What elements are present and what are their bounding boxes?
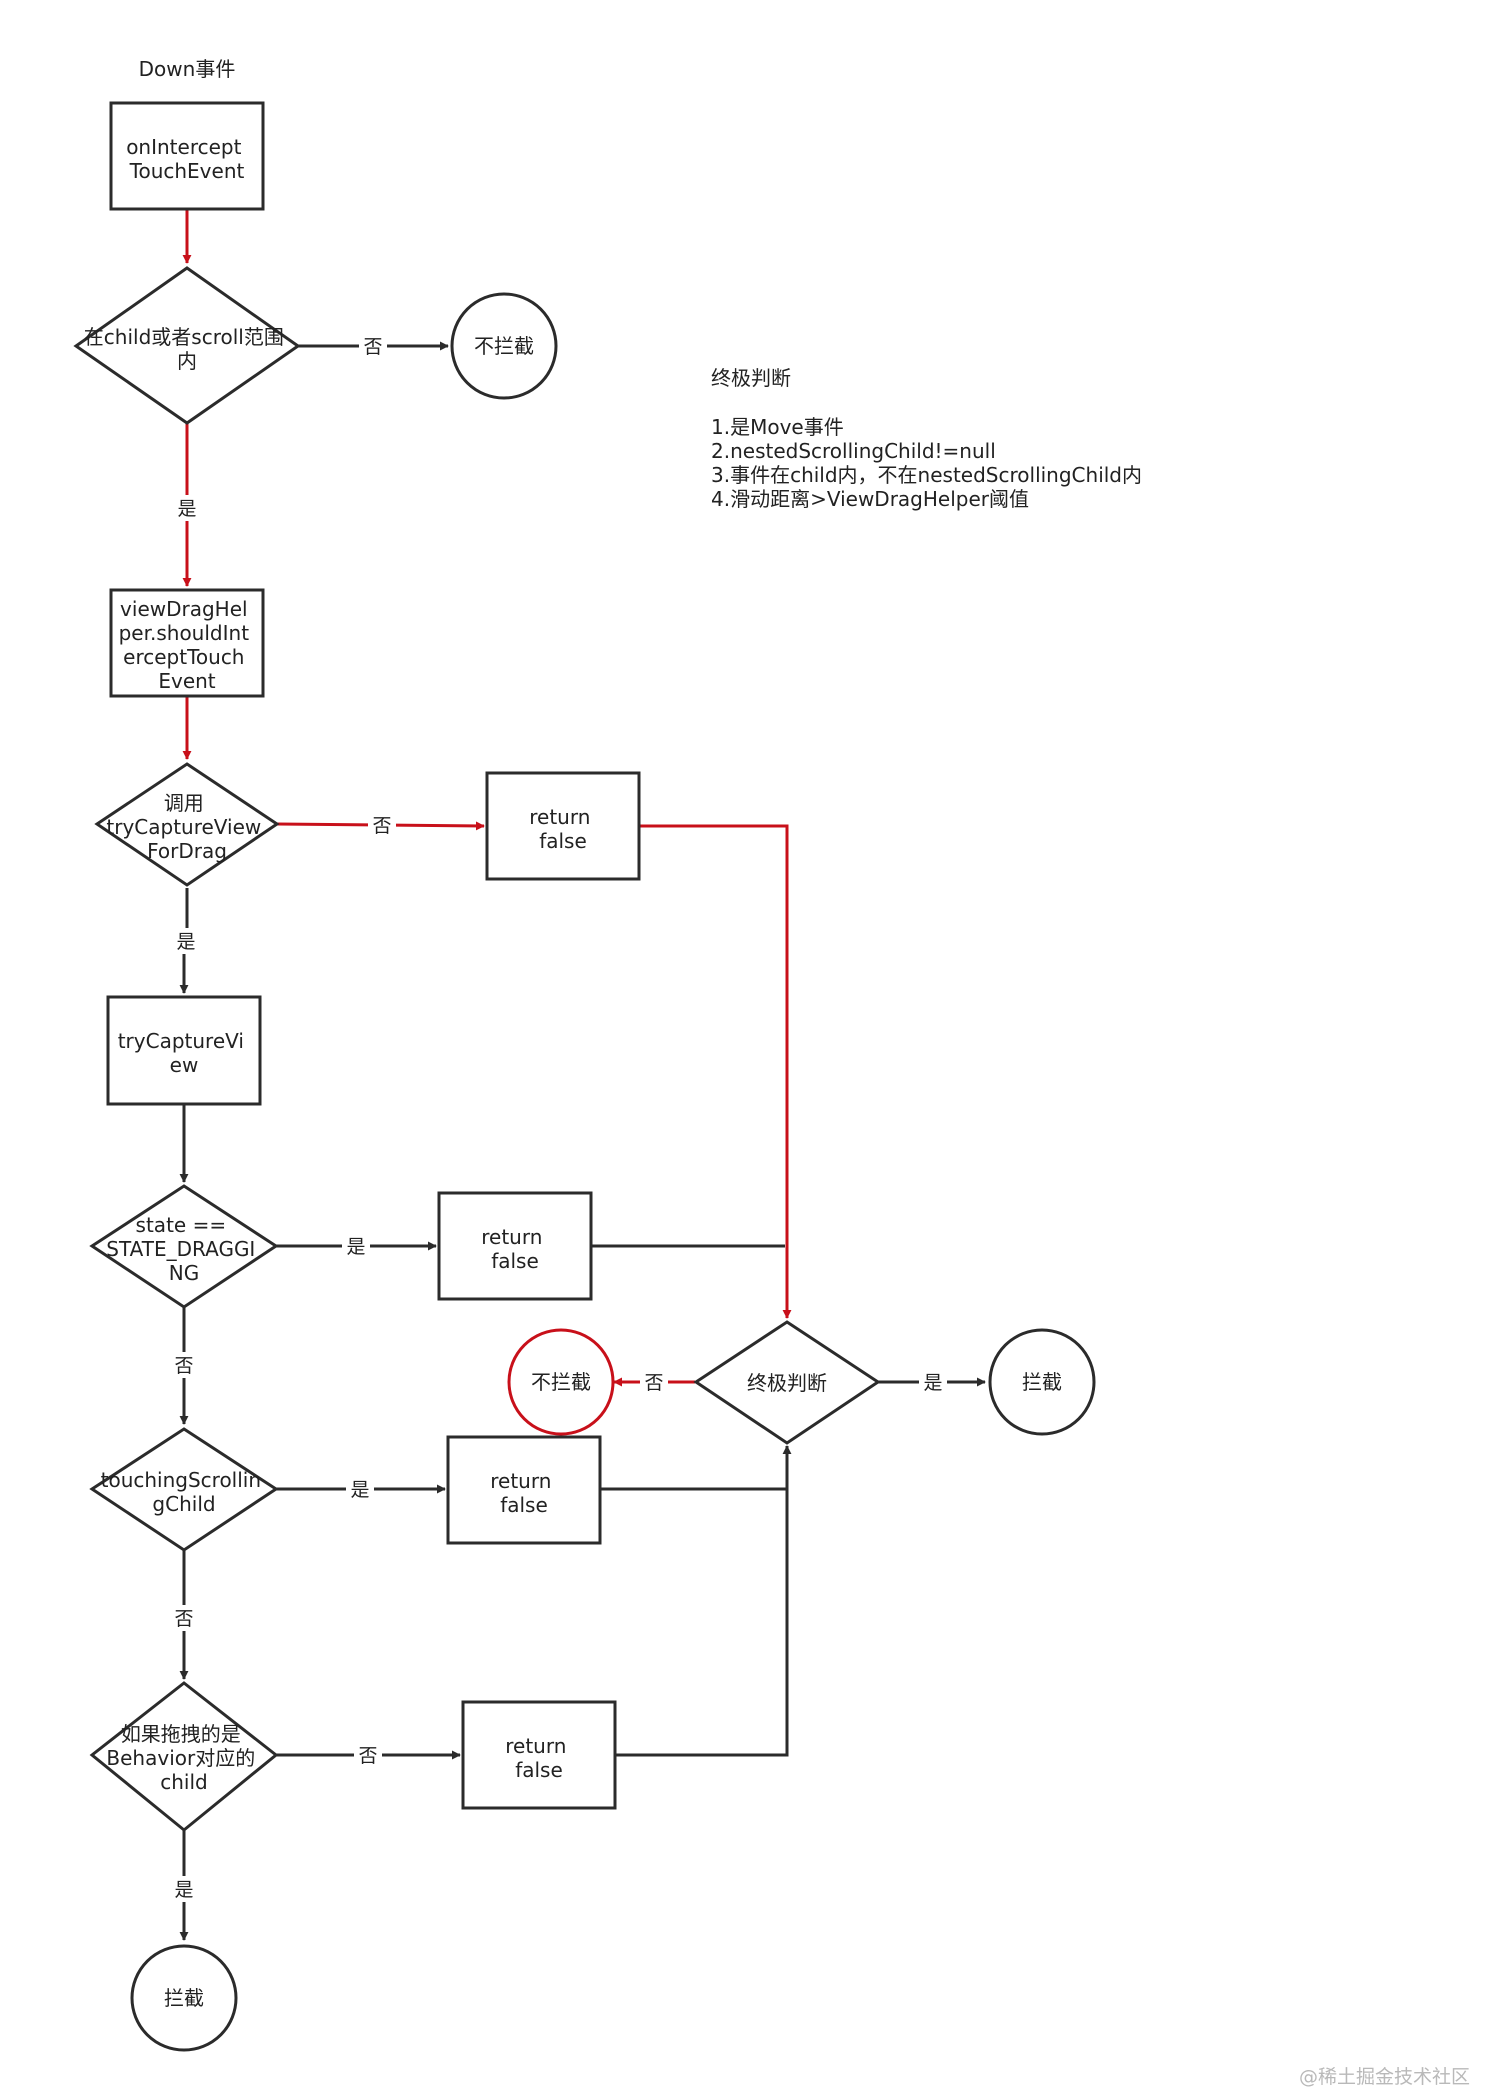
final-judgement-note: 终极判断 1.是Move事件 2.nestedScrollingChild!=n… <box>711 366 1142 511</box>
svg-text:state == STATE_DRAGGI: state == STATE_DRAGGI NG <box>106 1213 261 1285</box>
node-return-false-1: return false <box>485 771 641 881</box>
node-label-line: false <box>500 1493 548 1517</box>
edge-labels: 否 是 否 是 是 否 否 是 是 否 否 是 <box>170 333 947 1902</box>
node-label-line: erceptTouch <box>123 645 244 669</box>
node-label-line: ForDrag <box>147 839 227 863</box>
node-label-line: return <box>490 1469 551 1493</box>
svg-text:return false: return false <box>490 1469 558 1517</box>
note-item: 4.滑动距离>ViewDragHelper阈值 <box>711 487 1029 511</box>
node-return-false-3: return false <box>446 1435 602 1545</box>
node-label-line: 如果拖拽的是 <box>121 1722 241 1746</box>
svg-text:return false: return false <box>481 1225 549 1273</box>
node-view-drag-helper: viewDragHel per.shouldInt erceptTouch Ev… <box>109 588 265 698</box>
note-item: 2.nestedScrollingChild!=null <box>711 439 996 463</box>
edge-label-d4-yes: 是 <box>350 1479 369 1501</box>
svg-text:touchingScrollin gChild: touchingScrollin gChild <box>101 1468 268 1516</box>
note-item: 1.是Move事件 <box>711 415 844 439</box>
edge-label-d4-no: 否 <box>174 1608 193 1630</box>
node-return-false-4: return false <box>461 1700 617 1810</box>
node-label-line: 拦截 <box>1022 1370 1062 1394</box>
edge-label-d1-no: 否 <box>363 336 382 358</box>
node-label-line: false <box>515 1758 563 1782</box>
edge-label-d3-yes: 是 <box>346 1236 365 1258</box>
edge-label-d3-no: 否 <box>174 1355 193 1377</box>
node-label-line: STATE_DRAGGI <box>106 1237 255 1261</box>
node-label-line: 内 <box>177 349 197 373</box>
node-label-line: Event <box>158 669 215 693</box>
node-label-line: gChild <box>152 1492 215 1516</box>
decision-final-judgement: 终极判断 <box>693 1320 881 1445</box>
svg-text:return false: return false <box>505 1734 573 1782</box>
edge-label-final-no: 否 <box>644 1372 663 1394</box>
decision-in-child-or-scroll: 在child或者scroll范围 内 <box>73 266 301 425</box>
node-label-line: per.shouldInt <box>119 621 250 645</box>
edge-label-d2-no: 否 <box>372 815 391 837</box>
decision-state-dragging: state == STATE_DRAGGI NG <box>89 1184 279 1309</box>
node-label-line: 终极判断 <box>747 1371 827 1395</box>
svg-text:tryCaptureVi ew: tryCaptureVi ew <box>118 1029 251 1077</box>
node-label-line: return <box>481 1225 542 1249</box>
node-label-line: 在child或者scroll范围 <box>84 325 284 349</box>
node-label-line: onIntercept <box>126 135 241 159</box>
node-label-line: 不拦截 <box>474 334 534 358</box>
edge-label-d5-yes: 是 <box>174 1879 193 1901</box>
node-label-line: touchingScrollin <box>101 1468 261 1492</box>
decision-touching-scrolling-child: touchingScrollin gChild <box>89 1427 279 1552</box>
edge-label-d1-yes: 是 <box>177 498 196 520</box>
node-label-line: tryCaptureView <box>106 815 261 839</box>
decision-dragging-behavior-child: 如果拖拽的是 Behavior对应的 child <box>89 1681 279 1832</box>
node-label-line: NG <box>169 1261 199 1285</box>
node-label-line: false <box>491 1249 539 1273</box>
edge-r1-final <box>639 824 792 1319</box>
node-try-capture-view: tryCaptureVi ew <box>106 995 262 1106</box>
edge-r3-r4-final <box>615 1445 792 1757</box>
svg-text:viewDragHel per.shouldIn: viewDragHel per.shouldInt erceptTouch Ev… <box>119 597 256 693</box>
svg-text:onIntercept TouchEvent: onIntercept TouchEvent <box>126 135 248 183</box>
node-label-line: 不拦截 <box>531 1370 591 1394</box>
node-label-line: false <box>539 829 587 853</box>
watermark: @稀土掘金技术社区 <box>1299 2066 1470 2088</box>
node-label-line: viewDragHel <box>120 597 248 621</box>
node-on-intercept-touch-event: onIntercept TouchEvent <box>109 101 265 211</box>
decision-try-capture-view-for-drag: 调用 tryCaptureView ForDrag <box>94 762 280 887</box>
terminal-intercept-2: 拦截 <box>130 1944 238 2052</box>
svg-text:在child或者scroll范围 内: 在child或者scroll范围 内 <box>84 325 290 373</box>
node-label-line: state == <box>136 1213 227 1237</box>
node-label-line: tryCaptureVi <box>118 1029 244 1053</box>
node-label-line: return <box>505 1734 566 1758</box>
note-item: 3.事件在child内，不在nestedScrollingChild内 <box>711 463 1142 487</box>
svg-text:return false: return false <box>529 805 597 853</box>
node-label-line: 拦截 <box>164 1986 204 2010</box>
node-label-line: return <box>529 805 590 829</box>
terminal-intercept-1: 拦截 <box>988 1328 1096 1436</box>
edge-label-d5-no: 否 <box>358 1745 377 1767</box>
node-label-line: TouchEvent <box>129 159 245 183</box>
node-return-false-2: return false <box>437 1191 593 1301</box>
note-title: 终极判断 <box>711 366 791 390</box>
svg-text:调用 tryCaptureView: 调用 tryCaptureView ForDrag <box>106 791 267 863</box>
terminal-no-intercept-1: 不拦截 <box>450 292 558 400</box>
edge-label-final-yes: 是 <box>923 1372 942 1394</box>
svg-text:如果拖拽的是 Behavior对应的: 如果拖拽的是 Behavior对应的 child <box>106 1722 261 1794</box>
edge-label-d2-yes: 是 <box>176 931 195 953</box>
terminal-no-intercept-2: 不拦截 <box>507 1328 615 1436</box>
node-label-line: Behavior对应的 <box>106 1746 255 1770</box>
diagram-title: Down事件 <box>139 57 236 81</box>
node-label-line: child <box>160 1770 207 1794</box>
node-label-line: ew <box>170 1053 199 1077</box>
node-label-line: 调用 <box>164 791 204 815</box>
